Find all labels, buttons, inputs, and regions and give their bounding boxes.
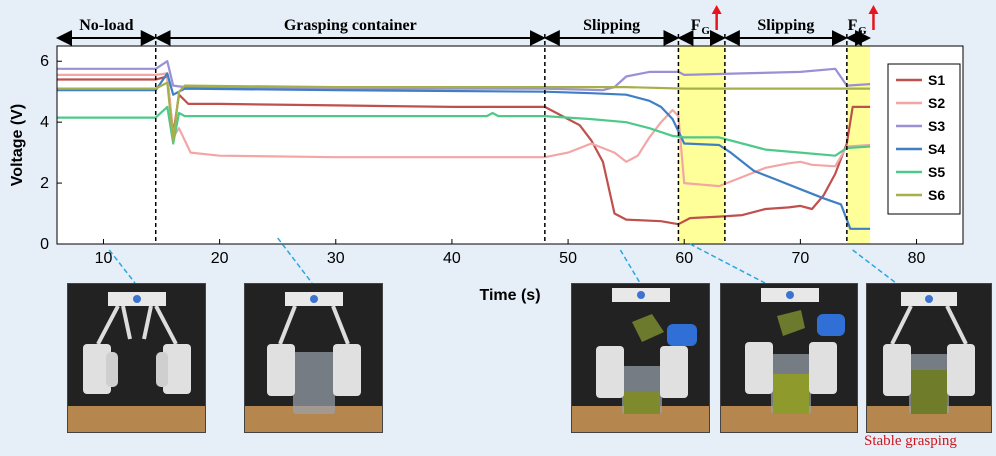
phase-label-sub-5: G [858, 25, 867, 37]
leader-line-4 [852, 249, 897, 284]
phase-label-2: Slipping [583, 17, 640, 34]
x-tick-label-7: 80 [908, 250, 926, 267]
leader-line-0 [108, 249, 136, 284]
phase-dividers [154, 34, 848, 244]
gripper-photo-slipping-2 [721, 284, 857, 432]
gripper-photo-slipping-1 [572, 284, 709, 432]
leader-line-3 [689, 243, 766, 284]
series-line-s3 [57, 60, 871, 92]
legend-label-s1: S1 [928, 72, 945, 88]
x-tick-label-6: 70 [791, 250, 809, 267]
legend-box [887, 63, 961, 215]
phase-label-1: Grasping container [284, 17, 417, 34]
phase-label-4: Slipping [757, 17, 814, 34]
phase-label-5: F [848, 17, 858, 34]
photo-no-load [67, 283, 206, 433]
photo-leader-lines [108, 237, 897, 284]
axis-ticks: 10 20 30 40 50 60 70 80 0 2 4 6 [40, 53, 925, 267]
plot-area [57, 46, 963, 244]
legend-label-s2: S2 [928, 95, 945, 111]
phase-label-0: No-load [79, 17, 133, 34]
x-tick-label-2: 30 [327, 250, 345, 267]
photo-slipping-1 [571, 283, 710, 433]
x-axis-label: Time (s) [479, 287, 540, 304]
force-arrow-head-5 [868, 5, 879, 14]
force-arrow-head-3 [711, 5, 722, 14]
series-layer [57, 60, 871, 230]
x-tick-label-5: 60 [675, 250, 693, 267]
y-axis-label: Voltage (V) [9, 104, 26, 186]
series-line-s1 [57, 75, 871, 226]
plot-border [56, 45, 964, 245]
gripper-photo-grasping [245, 284, 382, 432]
series-line-s2 [57, 72, 871, 188]
legend-label-s5: S5 [928, 164, 945, 180]
phase-label-sub-3: G [701, 25, 710, 37]
x-tick-label-4: 50 [559, 250, 577, 267]
leader-line-2 [619, 249, 641, 284]
x-tick-label-0: 10 [95, 250, 113, 267]
legend-label-s4: S4 [928, 141, 945, 157]
stable-grasping-caption: Stable grasping [864, 433, 957, 449]
y-tick-label-2: 4 [40, 114, 49, 131]
photo-slipping-2 [720, 283, 858, 433]
legend-label-s6: S6 [928, 187, 945, 203]
photo-stable [866, 283, 992, 433]
y-tick-label-3: 6 [40, 53, 49, 70]
phase-label-3: F [691, 17, 701, 34]
legend-label-s3: S3 [928, 118, 945, 134]
x-tick-label-1: 20 [211, 250, 229, 267]
y-tick-label-0: 0 [40, 236, 49, 253]
series-line-s5 [57, 105, 871, 157]
gripper-photo-no-load [68, 284, 205, 432]
leader-line-1 [277, 237, 313, 284]
photo-grasping [244, 283, 383, 433]
x-tick-label-3: 40 [443, 250, 461, 267]
series-line-s6 [57, 81, 871, 142]
gripper-photo-stable [867, 284, 991, 432]
y-tick-label-1: 2 [40, 175, 49, 192]
